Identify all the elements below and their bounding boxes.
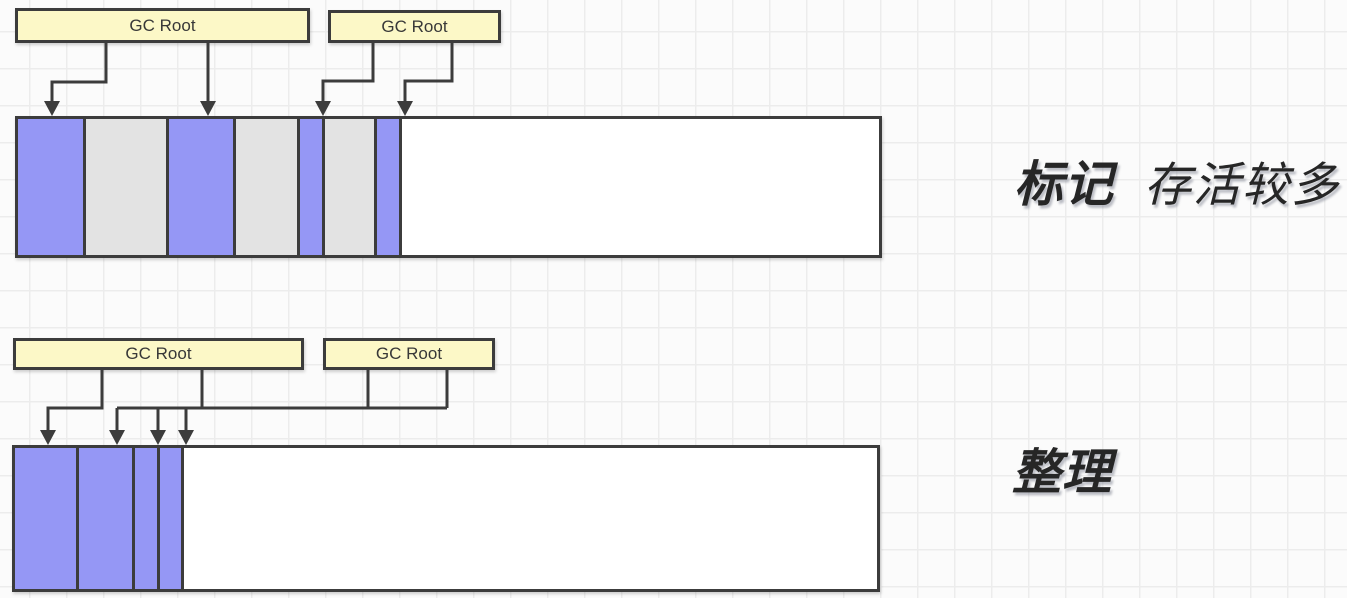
gc-root-label: GC Root bbox=[125, 344, 192, 363]
memory-segment-live bbox=[79, 448, 135, 589]
memory-bar-compacted bbox=[12, 445, 880, 592]
memory-segment-live bbox=[135, 448, 160, 589]
memory-segment-free bbox=[184, 448, 877, 589]
arrow-top-root1-right bbox=[200, 43, 216, 116]
label-survivors: 存活较多 bbox=[1144, 158, 1341, 211]
arrow-bottom-root1-left bbox=[40, 370, 104, 445]
arrow-bottom-bus-2 bbox=[150, 408, 166, 445]
gc-root-label: GC Root bbox=[129, 15, 196, 35]
label-compact-phase: 整理 bbox=[1012, 446, 1113, 500]
memory-segment-live bbox=[18, 119, 86, 255]
arrow-top-root1-left bbox=[44, 43, 108, 116]
memory-segment-garbage bbox=[325, 119, 377, 255]
memory-segment-live bbox=[169, 119, 236, 255]
arrow-top-root2-left bbox=[315, 43, 375, 116]
memory-segment-live bbox=[15, 448, 79, 589]
connector-bottom-bus bbox=[117, 370, 449, 410]
gc-root-box-mark-2: GC Root bbox=[328, 10, 501, 43]
gc-root-box-mark-1: GC Root bbox=[15, 8, 310, 43]
gc-root-label: GC Root bbox=[381, 16, 448, 36]
memory-segment-free bbox=[402, 119, 879, 255]
arrow-top-root2-right bbox=[397, 43, 454, 116]
gc-root-box-compact-2: GC Root bbox=[323, 338, 495, 370]
memory-segment-live bbox=[377, 119, 402, 255]
label-mark: 标记 bbox=[1014, 158, 1115, 212]
gc-root-label: GC Root bbox=[375, 344, 443, 363]
label-compact: 整理 bbox=[1012, 446, 1113, 500]
label-mark-phase: 标记存活较多 bbox=[1014, 158, 1341, 212]
gc-root-box-compact-1: GC Root bbox=[13, 338, 304, 370]
memory-segment-live bbox=[300, 119, 325, 255]
memory-segment-live bbox=[160, 448, 184, 589]
arrow-bottom-bus-3 bbox=[178, 408, 194, 445]
memory-bar-marked bbox=[15, 116, 882, 258]
memory-segment-garbage bbox=[86, 119, 169, 255]
memory-segment-garbage bbox=[236, 119, 300, 255]
arrow-bottom-bus-1 bbox=[109, 408, 125, 445]
